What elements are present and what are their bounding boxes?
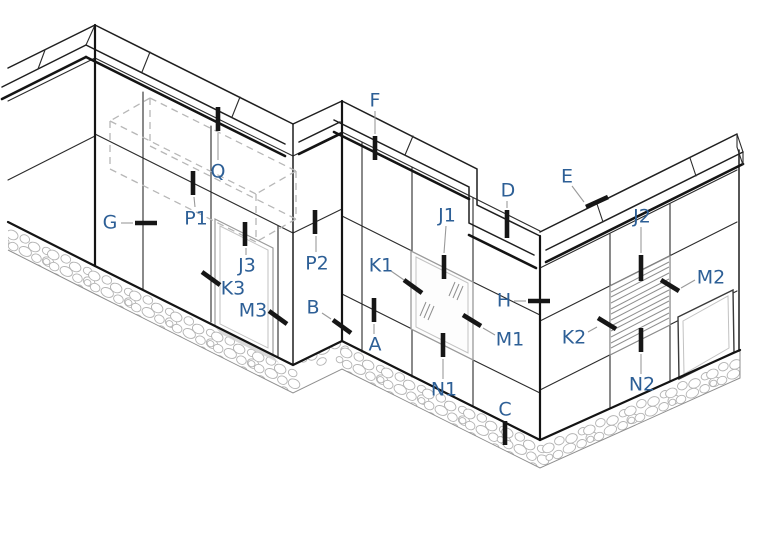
parapet-coping bbox=[0, 24, 745, 270]
detail-label-h: H bbox=[497, 290, 511, 312]
copingJog-outer bbox=[298, 121, 341, 143]
section-marker-m2 bbox=[659, 278, 696, 293]
section-marker-k3 bbox=[200, 270, 222, 287]
wallC-sill-joint-right bbox=[472, 359, 541, 394]
detail-label-p1: P1 bbox=[184, 208, 208, 230]
detail-label-m2: M2 bbox=[697, 267, 725, 289]
canopy-hidden-outline bbox=[109, 97, 297, 243]
copingB-outer bbox=[85, 44, 286, 145]
section-marker-e bbox=[571, 185, 609, 210]
copingA-joint bbox=[37, 49, 46, 70]
wallA-top-joint bbox=[7, 57, 96, 102]
wallC-head-joint-right bbox=[472, 281, 541, 316]
copingC-joint bbox=[404, 135, 414, 156]
detail-label-d: D bbox=[501, 180, 516, 202]
detail-label-q: Q bbox=[211, 161, 226, 183]
copingB-ridge bbox=[94, 24, 294, 125]
section-markers bbox=[121, 107, 696, 445]
window-frame-inner bbox=[415, 256, 469, 354]
detail-label-p2: P2 bbox=[305, 253, 329, 275]
copingC-outer-step bbox=[333, 119, 535, 256]
detail-label-c: C bbox=[498, 399, 511, 421]
detail-label-m3: M3 bbox=[239, 300, 267, 322]
section-marker-k1 bbox=[390, 270, 424, 295]
section-marker-m3 bbox=[267, 309, 289, 326]
detail-label-j3: J3 bbox=[237, 255, 256, 277]
wallD-top-joint bbox=[539, 169, 738, 269]
copingC-drip-upper bbox=[332, 130, 471, 201]
detail-label-f: F bbox=[370, 90, 381, 112]
copingD-end-cap bbox=[736, 133, 744, 166]
detail-label-j2: J2 bbox=[632, 206, 651, 228]
detail-label-n2: N2 bbox=[629, 374, 655, 396]
copingA-outer bbox=[1, 44, 87, 88]
detail-label-b: B bbox=[306, 297, 319, 319]
section-marker-j1 bbox=[441, 225, 447, 279]
detail-labels: F Q G P1 J3 P2 K3 M3 B A K1 J1 N1 M1 H D… bbox=[103, 90, 726, 421]
section-marker-p1 bbox=[190, 171, 196, 208]
copingA-ridge bbox=[7, 24, 96, 69]
wallB-top-joint bbox=[94, 57, 294, 157]
wallC-head-joint-left bbox=[341, 215, 413, 252]
rubble-foundation bbox=[7, 226, 741, 469]
door bbox=[214, 218, 279, 363]
detail-label-k1: K1 bbox=[369, 255, 394, 277]
section-marker-j3 bbox=[242, 222, 248, 255]
copingD-ridge bbox=[539, 133, 738, 233]
door-frame-inner bbox=[219, 225, 269, 349]
copingA-drip bbox=[0, 55, 88, 101]
copingJog-ridge bbox=[292, 100, 343, 125]
copingB-joints bbox=[85, 24, 241, 118]
structure-edges bbox=[6, 23, 742, 442]
wall-base-line bbox=[6, 220, 742, 442]
detail-label-k2: K2 bbox=[562, 327, 587, 349]
rubble-bottom-edge bbox=[7, 249, 741, 469]
small-window-frame-inner bbox=[682, 295, 730, 375]
detail-label-k3: K3 bbox=[221, 278, 246, 300]
wallC-sill-joint-left bbox=[341, 293, 413, 330]
detail-label-m1: M1 bbox=[496, 329, 524, 351]
section-marker-b bbox=[321, 312, 353, 335]
detail-label-n1: N1 bbox=[431, 379, 457, 401]
glazed-window bbox=[410, 249, 474, 362]
detail-label-a: A bbox=[369, 334, 382, 356]
door-shadow bbox=[215, 327, 279, 363]
detail-label-j1: J1 bbox=[437, 205, 456, 227]
copingD-drip bbox=[544, 162, 745, 264]
jog-lintel-joint bbox=[292, 208, 343, 234]
copingD-joints bbox=[596, 157, 697, 223]
glass-hatch-2 bbox=[448, 281, 464, 301]
detail-label-g: G bbox=[103, 212, 118, 234]
copingJog-drip bbox=[297, 132, 342, 156]
copingD-outer bbox=[545, 151, 744, 251]
section-marker-k2 bbox=[587, 316, 618, 333]
wallA-mid-joint bbox=[7, 135, 96, 181]
section-marker-p2 bbox=[312, 210, 318, 252]
copingC-drip-lower bbox=[467, 233, 538, 270]
detail-label-e: E bbox=[561, 166, 573, 188]
copingB-drip bbox=[84, 55, 287, 158]
glass-hatch-1 bbox=[419, 301, 435, 321]
section-marker-m1 bbox=[461, 313, 496, 336]
